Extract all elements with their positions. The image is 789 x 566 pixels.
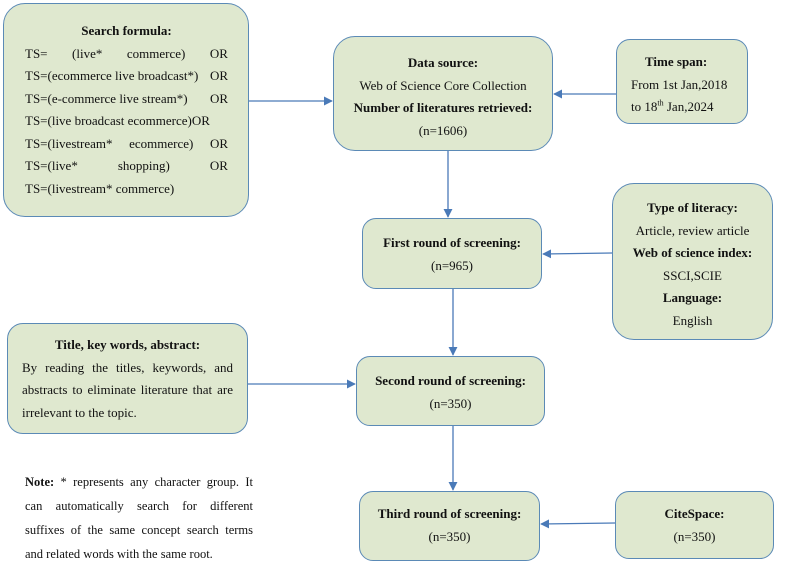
type-value: Article, review article	[635, 222, 750, 238]
retrieved-label: Number of literatures retrieved:	[353, 100, 533, 115]
title-keywords-line-3: irrelevant to the topic.	[22, 404, 137, 420]
citespace-count: (n=350)	[673, 528, 716, 544]
citespace-title: CiteSpace:	[664, 506, 725, 521]
data-source-title: Data source:	[407, 55, 479, 70]
citespace-box: CiteSpace: (n=350)	[615, 491, 774, 559]
language-value: English	[672, 312, 713, 328]
formula-line-5: TS=(livestream* ecommerce) OR	[25, 135, 228, 151]
second-round-box: Second round of screening: (n=350)	[356, 356, 545, 426]
note-label: Note:	[25, 475, 55, 489]
third-round-count: (n=350)	[428, 528, 471, 544]
formula-line-2: TS=(ecommerce live broadcast*) OR	[25, 68, 228, 83]
time-span-from: From 1st Jan,2018	[631, 76, 728, 92]
literature-type-box: Type of literacy: Article, review articl…	[612, 183, 773, 340]
retrieved-count: (n=1606)	[418, 122, 468, 138]
type-title: Type of literacy:	[647, 200, 738, 215]
time-span-box: Time span: From 1st Jan,2018 to 18th Jan…	[616, 39, 748, 124]
second-round-title: Second round of screening:	[375, 373, 526, 388]
time-span-to: to 18th Jan,2024	[631, 98, 714, 114]
title-keywords-title: Title, key words, abstract:	[54, 337, 201, 352]
first-round-box: First round of screening: (n=965)	[362, 218, 542, 289]
index-value: SSCI,SCIE	[663, 267, 722, 283]
search-formula-box: Search formula: TS= (live* commerce) OR …	[3, 3, 249, 217]
data-source-name: Web of Science Core Collection	[359, 77, 527, 93]
third-round-box: Third round of screening: (n=350)	[359, 491, 540, 561]
title-keywords-box: Title, key words, abstract: By reading t…	[7, 323, 248, 434]
formula-line-7: TS=(livestream* commerce)	[25, 180, 175, 196]
first-round-title: First round of screening:	[383, 235, 521, 250]
language-title: Language:	[662, 290, 723, 305]
title-keywords-line-1: By reading the titles, keywords, and	[22, 359, 233, 375]
formula-line-1: TS= (live* commerce) OR	[25, 45, 228, 61]
note-body: * represents any character group. It can…	[25, 475, 253, 561]
index-title: Web of science index:	[632, 245, 753, 260]
search-formula-title: Search formula:	[81, 23, 172, 38]
formula-line-6: TS=(live* shopping) OR	[25, 158, 228, 173]
formula-line-3: TS=(e-commerce live stream*) OR	[25, 90, 228, 106]
third-round-title: Third round of screening:	[377, 506, 522, 521]
note-text: Note: * represents any character group. …	[25, 470, 253, 566]
second-round-count: (n=350)	[429, 395, 472, 411]
title-keywords-line-2: abstracts to eliminate literature that a…	[22, 382, 233, 397]
data-source-box: Data source: Web of Science Core Collect…	[333, 36, 553, 151]
arrow-type-to-first	[542, 249, 613, 259]
formula-line-4: TS=(live broadcast ecommerce)OR	[25, 113, 210, 128]
arrow-citespace-to-third	[540, 519, 616, 529]
first-round-count: (n=965)	[431, 257, 473, 273]
time-span-title: Time span:	[645, 54, 708, 69]
